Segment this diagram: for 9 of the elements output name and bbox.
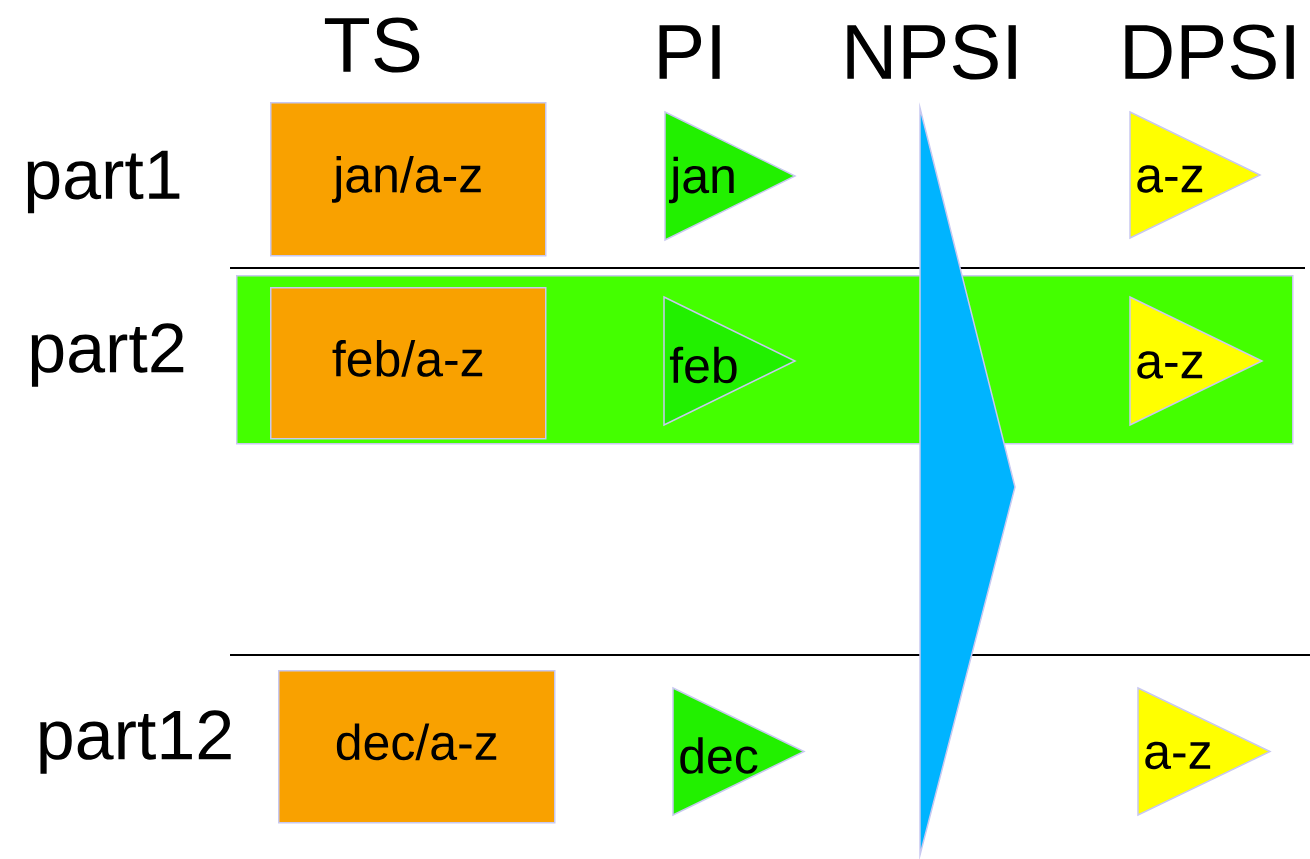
row-label: part2 <box>31 323 184 387</box>
process-box: dec/a-z <box>278 670 556 824</box>
process-box: jan/a-z <box>270 102 547 257</box>
column-header: TS <box>324 17 420 73</box>
column-header: DPSI <box>1125 24 1294 80</box>
process-box: feb/a-z <box>270 287 547 440</box>
column-header: PI <box>659 25 720 79</box>
node-label: NPSI <box>847 24 1016 80</box>
row-label: part1 <box>27 150 180 214</box>
